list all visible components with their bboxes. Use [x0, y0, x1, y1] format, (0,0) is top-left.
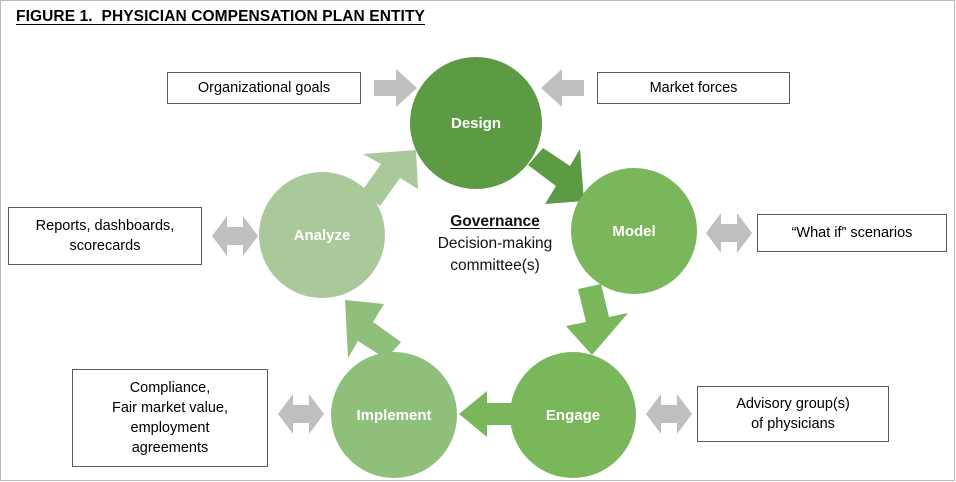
arrow-model-whatif-bidirectional: [706, 213, 752, 253]
label-compliance-line-4: agreements: [131, 440, 209, 456]
arrow-implement-to-analyze: [345, 300, 401, 359]
label-advisory-line-2: of physicians: [751, 416, 835, 432]
arrow-org-goals-to-design: [374, 69, 417, 107]
cycle-node-implement-label: Implement: [356, 406, 432, 424]
label-box-market-forces[interactable]: Market forces: [597, 72, 790, 104]
cycle-node-design-label: Design: [450, 114, 501, 132]
governance-line-1: Decision-making: [437, 235, 553, 252]
cycle-node-design[interactable]: Design: [410, 57, 542, 189]
cycle-node-model[interactable]: Model: [571, 168, 697, 294]
label-box-compliance-fmv-employment[interactable]: Compliance, Fair market value, employmen…: [72, 369, 268, 467]
label-what-if-scenarios: “What if” scenarios: [791, 225, 913, 241]
governance-heading: Governance: [450, 213, 540, 230]
label-compliance-wrapper: Compliance, Fair market value, employmen…: [112, 378, 228, 458]
label-advisory-line-1: Advisory group(s): [736, 396, 850, 412]
arrow-market-forces-to-design: [541, 69, 584, 107]
label-box-reports-dashboards-scorecards[interactable]: Reports, dashboards, scorecards: [8, 207, 202, 265]
label-compliance-line-1: Compliance,: [129, 380, 211, 396]
label-reports-line-2: scorecards: [69, 238, 141, 254]
figure-title: FIGURE 1. PHYSICIAN COMPENSATION PLAN EN…: [16, 8, 425, 25]
label-reports-wrapper: Reports, dashboards, scorecards: [36, 216, 175, 256]
governance-center-text: Governance Decision-making committee(s): [400, 211, 590, 277]
cycle-node-analyze[interactable]: Analyze: [259, 172, 385, 298]
arrow-engage-to-implement: [459, 391, 514, 437]
cycle-node-implement[interactable]: Implement: [331, 352, 457, 478]
arrow-compliance-implement-bidirectional: [278, 394, 324, 434]
label-box-what-if-scenarios[interactable]: “What if” scenarios: [757, 214, 947, 252]
arrow-model-to-engage: [566, 284, 628, 355]
arrow-design-to-model: [528, 148, 584, 204]
cycle-node-model-label: Model: [612, 222, 656, 240]
governance-line-2: committee(s): [450, 257, 540, 274]
label-reports-line-1: Reports, dashboards,: [35, 218, 175, 234]
cycle-node-engage-label: Engage: [545, 406, 601, 424]
label-organizational-goals: Organizational goals: [197, 80, 331, 96]
cycle-node-engage[interactable]: Engage: [510, 352, 636, 478]
label-market-forces: Market forces: [649, 80, 738, 96]
cycle-node-analyze-label: Analyze: [293, 226, 351, 244]
label-box-advisory-groups-of-physicians[interactable]: Advisory group(s) of physicians: [697, 386, 889, 442]
label-compliance-line-3: employment: [130, 420, 210, 436]
arrow-engage-advisory-bidirectional: [646, 394, 692, 434]
label-advisory-wrapper: Advisory group(s) of physicians: [736, 394, 850, 434]
arrow-reports-analyze-bidirectional: [212, 216, 258, 256]
label-compliance-line-2: Fair market value,: [111, 400, 229, 416]
label-box-organizational-goals[interactable]: Organizational goals: [167, 72, 361, 104]
